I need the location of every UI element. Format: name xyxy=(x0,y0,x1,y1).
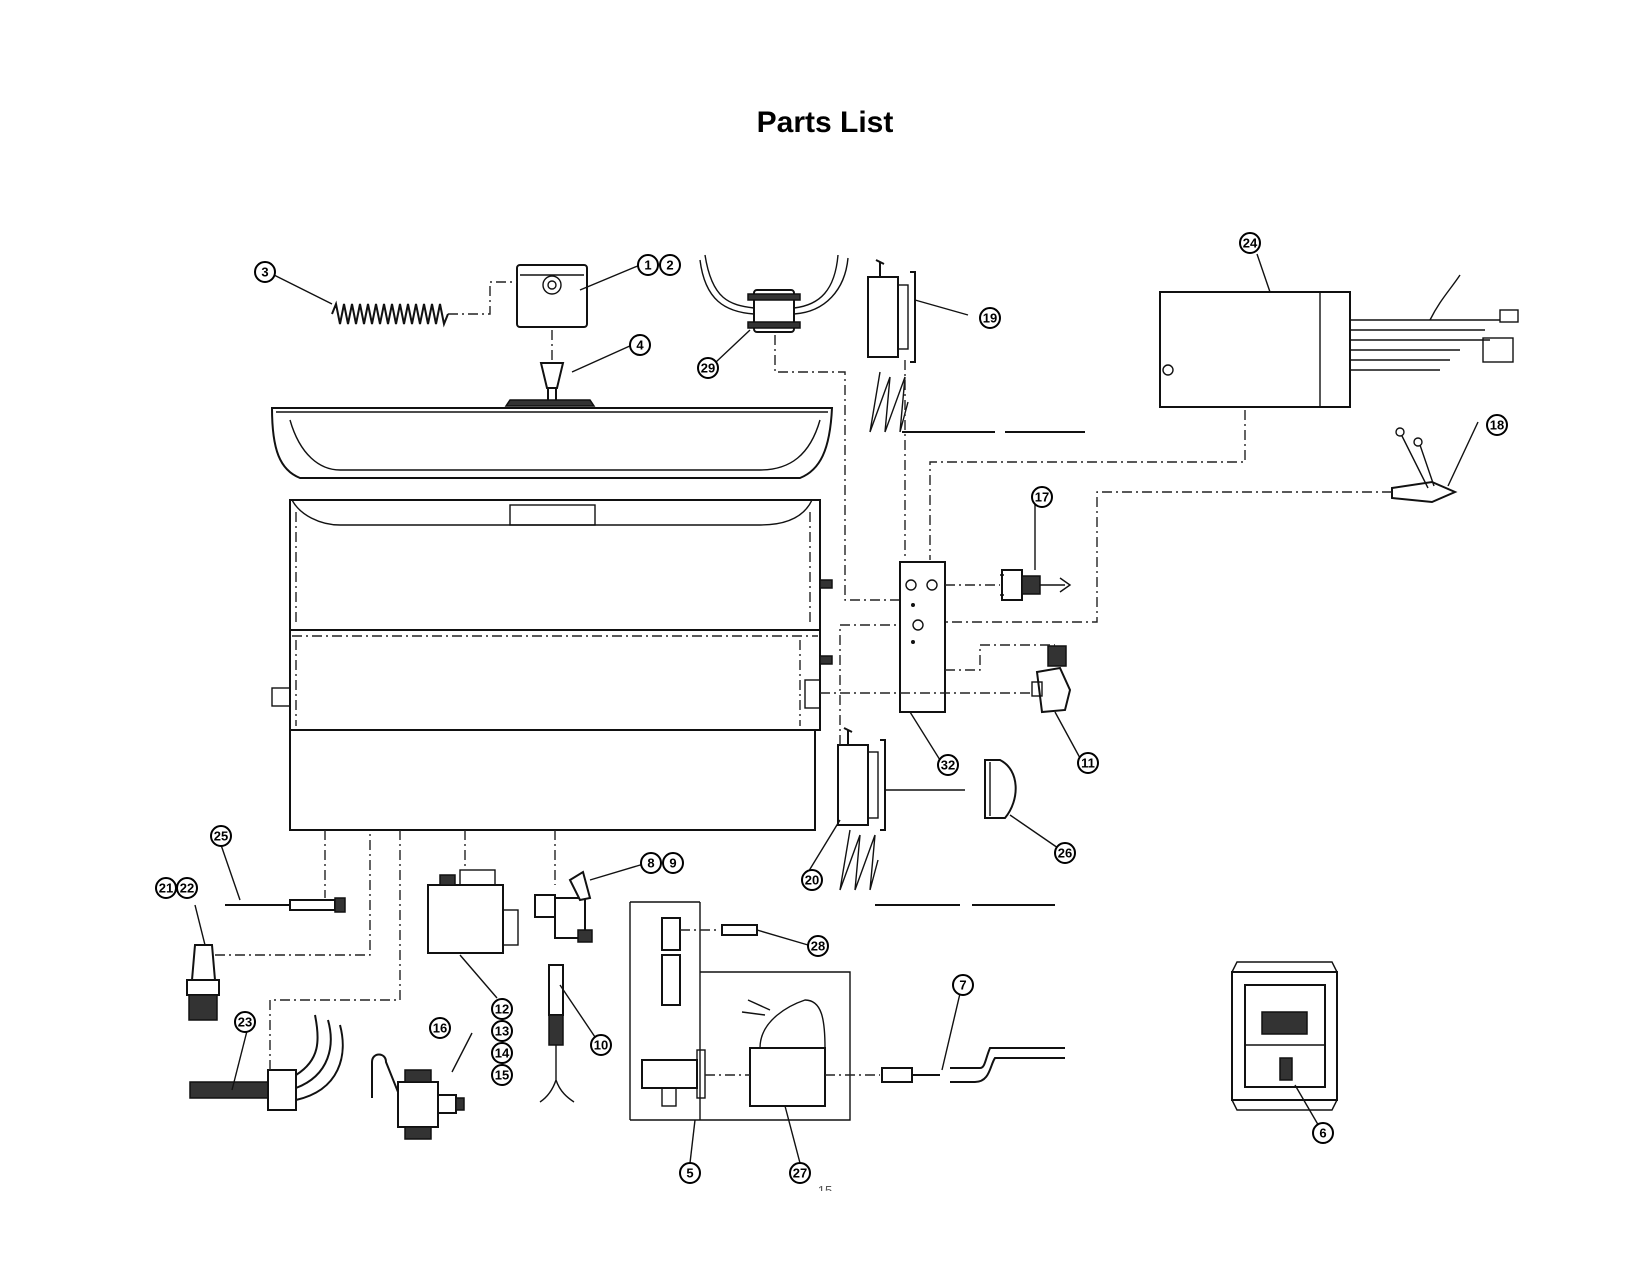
callout-11: 11 xyxy=(1077,752,1099,774)
svg-text:32: 32 xyxy=(941,758,955,773)
callout-25: 25 xyxy=(210,825,232,847)
fryer-vat xyxy=(270,407,834,831)
heating-element-23 xyxy=(189,830,401,1111)
callout-28: 28 xyxy=(807,935,829,957)
gas-valve-12-15 xyxy=(427,830,519,999)
svg-text:19: 19 xyxy=(983,311,997,326)
svg-text:23: 23 xyxy=(238,1015,252,1030)
svg-text:9: 9 xyxy=(669,856,676,871)
svg-text:10: 10 xyxy=(594,1038,608,1053)
control-panel-6 xyxy=(1231,961,1338,1111)
svg-text:17: 17 xyxy=(1035,490,1049,505)
page-title: Parts List xyxy=(756,106,894,139)
callout-1: 1 xyxy=(637,254,659,276)
svg-text:8: 8 xyxy=(647,856,654,871)
callout-16: 16 xyxy=(429,1017,451,1039)
callout-14: 14 xyxy=(491,1042,513,1064)
svg-text:18: 18 xyxy=(1490,418,1504,433)
callout-12: 12 xyxy=(491,998,513,1020)
svg-text:16: 16 xyxy=(433,1021,447,1036)
svg-text:25: 25 xyxy=(214,829,228,844)
spring xyxy=(331,281,517,328)
manual-gas-valve-16 xyxy=(371,1053,465,1140)
callout-9: 9 xyxy=(662,852,684,874)
callout-13: 13 xyxy=(491,1020,513,1042)
callout-7: 7 xyxy=(952,974,974,996)
callout-24: 24 xyxy=(1239,232,1261,254)
callout-6: 6 xyxy=(1312,1122,1334,1144)
igniter-group-5-27-28 xyxy=(629,901,880,1121)
callout-10: 10 xyxy=(590,1034,612,1056)
callout-4: 4 xyxy=(629,334,651,356)
thermostat-19 xyxy=(867,259,1085,560)
fuse-holder-18 xyxy=(905,427,1458,623)
callout-3: 3 xyxy=(254,261,276,283)
svg-text:11: 11 xyxy=(1081,756,1095,771)
svg-text:27: 27 xyxy=(793,1166,807,1181)
svg-text:22: 22 xyxy=(180,881,194,896)
svg-text:5: 5 xyxy=(686,1166,693,1181)
svg-text:14: 14 xyxy=(495,1046,510,1061)
page-number: 15 xyxy=(817,1183,833,1191)
temperature-probe-25 xyxy=(225,830,346,913)
svg-text:3: 3 xyxy=(261,265,268,280)
ignition-module-24 xyxy=(929,274,1519,560)
svg-text:15: 15 xyxy=(495,1068,509,1083)
svg-text:21: 21 xyxy=(159,881,173,896)
leader-lines xyxy=(194,253,1479,1164)
sensor-rod-7 xyxy=(881,1047,1065,1083)
svg-text:24: 24 xyxy=(1243,236,1258,251)
svg-text:20: 20 xyxy=(805,873,819,888)
svg-text:29: 29 xyxy=(701,361,715,376)
callout-20: 20 xyxy=(801,869,823,891)
svg-text:7: 7 xyxy=(959,978,966,993)
callout-23: 23 xyxy=(234,1011,256,1033)
svg-text:13: 13 xyxy=(495,1024,509,1039)
callout-8: 8 xyxy=(640,852,662,874)
junction-block-32 xyxy=(899,561,946,713)
callout-15: 15 xyxy=(491,1064,513,1086)
svg-text:6: 6 xyxy=(1319,1126,1326,1141)
callout-2: 2 xyxy=(659,254,681,276)
callout-17: 17 xyxy=(1031,486,1053,508)
toggle-switch-17 xyxy=(945,569,1072,601)
lid-handle xyxy=(504,362,596,407)
callout-19: 19 xyxy=(979,307,1001,329)
callout-29: 29 xyxy=(697,357,719,379)
callout-27: 27 xyxy=(789,1162,811,1184)
callout-18: 18 xyxy=(1486,414,1508,436)
svg-text:26: 26 xyxy=(1058,846,1072,861)
callout-5: 5 xyxy=(679,1162,701,1184)
svg-text:1: 1 xyxy=(644,258,651,273)
thermostat-20 xyxy=(837,624,1055,906)
callout-26: 26 xyxy=(1054,842,1076,864)
pilot-assembly-8-9-10 xyxy=(534,830,593,1103)
callout-22: 22 xyxy=(176,877,198,899)
callout-21: 21 xyxy=(155,877,177,899)
control-box xyxy=(516,264,588,390)
callout-32: 32 xyxy=(937,754,959,776)
pressure-switch-11 xyxy=(820,644,1072,714)
svg-text:4: 4 xyxy=(636,338,644,353)
fitting-21-22 xyxy=(186,830,371,1021)
svg-text:28: 28 xyxy=(811,939,825,954)
transformer xyxy=(699,254,900,601)
svg-text:12: 12 xyxy=(495,1002,509,1017)
svg-text:2: 2 xyxy=(666,258,673,273)
